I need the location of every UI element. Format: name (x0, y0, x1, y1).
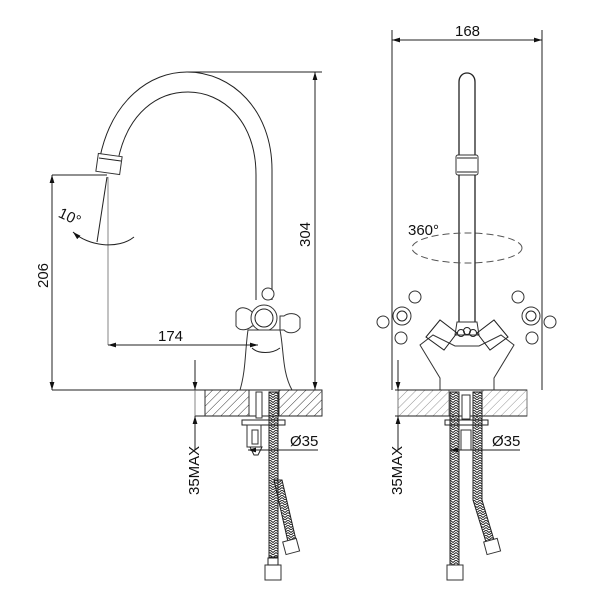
dim-hole-diameter-front: Ø35 (492, 433, 520, 450)
side-hose-1 (268, 391, 279, 558)
dim-width: 168 (455, 23, 480, 40)
side-handle (235, 287, 301, 391)
dim-spout-reach: 174 (158, 328, 183, 345)
dim-mount-thickness: 35MAX (186, 446, 203, 495)
aerator (95, 152, 123, 176)
countertop-left (204, 389, 250, 417)
angle-label: 10° (56, 205, 84, 230)
faucet-body-front (419, 334, 515, 391)
countertop-front-right (481, 389, 528, 417)
spout-inner (117, 91, 257, 300)
side-view: 10° 304 (35, 71, 323, 581)
spout-outer (99, 71, 273, 300)
aerator-front (455, 154, 479, 176)
dim-height-total: 304 (297, 222, 314, 247)
rotation-label: 360° (408, 222, 439, 239)
dim-spout-height: 206 (35, 263, 52, 288)
dim-hole-diameter: Ø35 (290, 433, 318, 450)
stream-line-angled (96, 176, 108, 243)
angle-arc (72, 231, 135, 246)
right-cross-handle (511, 290, 557, 345)
countertop-front-left (397, 389, 450, 417)
dim-mount-thickness-front: 35MAX (389, 446, 406, 495)
rotation-ellipse (411, 232, 523, 264)
countertop-right (278, 389, 323, 417)
front-view: 168 360° (376, 23, 557, 581)
left-cross-handle (376, 290, 422, 345)
front-hose-1 (449, 391, 460, 568)
spout-front (458, 72, 476, 155)
